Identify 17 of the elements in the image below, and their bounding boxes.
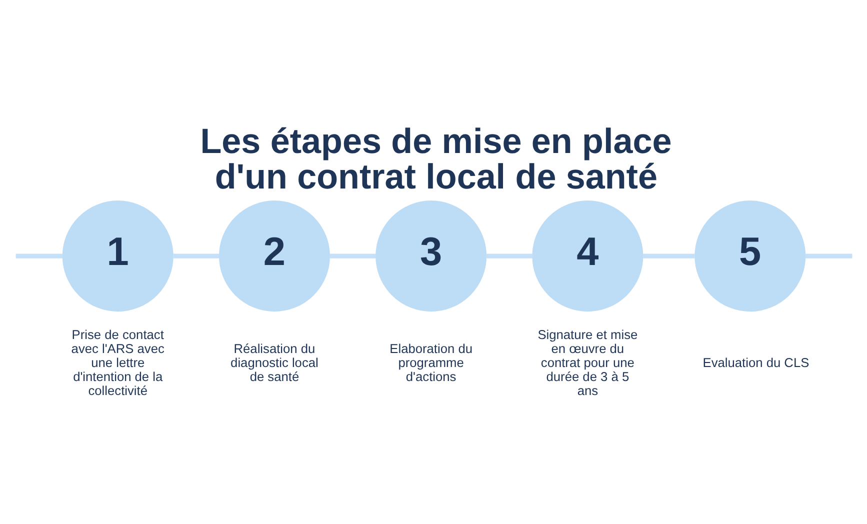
node-circle: 2 <box>218 200 330 312</box>
connector <box>642 253 694 258</box>
node-circle: 1 <box>62 200 173 312</box>
node-circle: 4 <box>532 200 643 312</box>
diagram-title: Les étapes de mise en place d'un contrat local de santé <box>200 122 672 196</box>
connector <box>486 253 532 258</box>
node-label: Réalisation du diagnostic local de santé <box>230 340 318 384</box>
node-circle: 3 <box>375 200 486 312</box>
connector <box>172 253 219 258</box>
node-circle: 5 <box>694 200 806 312</box>
node-label: Evaluation du CLS <box>702 354 809 370</box>
connector <box>804 253 852 258</box>
connector <box>15 253 62 258</box>
connector <box>329 253 376 258</box>
node-label: Signature et mise en œuvre du contrat pour une durée de 3 à 5 ans <box>537 326 638 398</box>
node-label: Elaboration du programme d'actions <box>389 340 472 384</box>
node-label: Prise de contact avec l'ARS avec une lettre d'intention de la collectivité <box>70 326 164 398</box>
